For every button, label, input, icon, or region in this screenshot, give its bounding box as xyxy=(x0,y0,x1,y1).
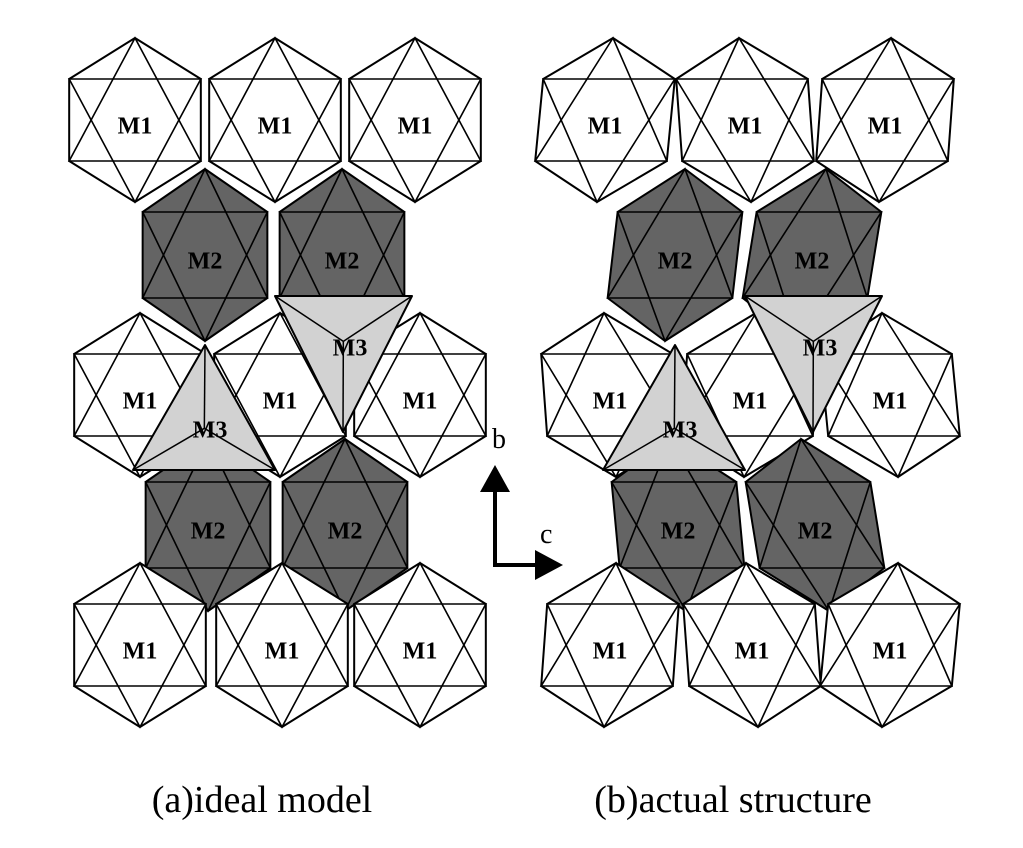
m1-octahedron-inner-triangle xyxy=(207,36,343,162)
site-label: M1 xyxy=(118,114,153,140)
m1-octahedron-inner-triangle xyxy=(687,561,823,687)
m1-octahedron-inner-triangle-alt xyxy=(67,78,203,204)
m2-octahedron-inner-triangle xyxy=(144,437,272,569)
m2-octahedron-inner-triangle xyxy=(281,437,409,569)
m1-octahedron-inner-triangle xyxy=(539,561,675,687)
site-label: M1 xyxy=(258,114,293,140)
m1-octahedron-inner-triangle xyxy=(814,36,950,162)
m3-edge xyxy=(673,427,746,471)
m1-octahedron-inner-triangle-alt xyxy=(212,353,348,479)
m3-edge xyxy=(132,427,205,471)
site-label: M2 xyxy=(188,249,223,275)
site-label: M1 xyxy=(873,639,908,665)
m2-octahedron-inner-triangle-alt xyxy=(616,211,744,343)
axis-indicator: b c xyxy=(480,424,563,580)
site-label: M3 xyxy=(333,336,368,362)
m1-octahedron-inner-triangle xyxy=(347,36,483,162)
m1-octahedron-inner-triangle-alt xyxy=(207,78,343,204)
m3-edge xyxy=(602,427,675,471)
c-axis-arrowhead xyxy=(535,550,563,580)
m2-octahedron-inner-triangle-alt xyxy=(144,481,272,613)
site-label: M3 xyxy=(663,418,698,444)
site-label: M1 xyxy=(735,639,770,665)
site-label: M2 xyxy=(658,249,693,275)
m3-edge xyxy=(274,295,344,342)
site-label: M1 xyxy=(593,389,628,415)
site-label: M1 xyxy=(588,114,623,140)
m1-octahedron-inner-triangle xyxy=(214,561,350,687)
m1-octahedron-inner-triangle-alt xyxy=(352,353,488,479)
m1-octahedron-inner-triangle-alt xyxy=(72,603,208,729)
m1-octahedron-inner-triangle xyxy=(545,311,681,437)
site-label: M1 xyxy=(593,639,628,665)
m2-octahedron-inner-triangle-alt xyxy=(281,481,409,613)
c-axis-label: c xyxy=(540,519,552,550)
m3-edge xyxy=(812,295,883,342)
m1-octahedron-inner-triangle xyxy=(72,561,208,687)
m2-octahedron-inner-triangle xyxy=(141,167,269,299)
site-label: M3 xyxy=(803,336,838,362)
m1-octahedron-inner-triangle xyxy=(818,561,954,687)
site-label: M1 xyxy=(123,389,158,415)
m1-octahedron-inner-triangle xyxy=(352,561,488,687)
m3-edge xyxy=(342,295,413,342)
site-label: M1 xyxy=(123,639,158,665)
m2-octahedron-inner-triangle xyxy=(758,437,886,569)
site-label: M2 xyxy=(325,249,360,275)
m2-octahedron-inner-triangle-alt xyxy=(755,211,883,343)
m1-octahedron-inner-triangle xyxy=(212,311,348,437)
m2-octahedron-inner-triangle-alt xyxy=(610,481,738,613)
b-axis-arrowhead xyxy=(480,465,510,492)
m1-octahedron-inner-triangle xyxy=(352,311,488,437)
b-axis-label: b xyxy=(492,424,506,455)
m3-edge xyxy=(203,427,276,471)
m1-octahedron-inner-triangle-alt xyxy=(681,603,817,729)
site-label: M1 xyxy=(263,389,298,415)
m2-octahedron-inner-triangle-alt xyxy=(744,481,872,613)
caption-ideal-model: (a)ideal model xyxy=(152,779,373,821)
m3-edge xyxy=(673,344,676,429)
m3-edge xyxy=(203,344,206,429)
m1-octahedron-inner-triangle-alt xyxy=(820,78,956,204)
m1-octahedron-inner-triangle-alt xyxy=(352,603,488,729)
site-label: M1 xyxy=(873,389,908,415)
m3-edge xyxy=(744,295,814,342)
site-label: M3 xyxy=(193,418,228,444)
caption-actual-structure: (b)actual structure xyxy=(594,779,871,821)
site-label: M1 xyxy=(868,114,903,140)
site-label: M1 xyxy=(728,114,763,140)
m1-octahedron-inner-triangle-alt xyxy=(826,603,962,729)
site-label: M1 xyxy=(265,639,300,665)
m1-octahedron-inner-triangle-alt xyxy=(545,603,681,729)
site-label: M2 xyxy=(191,519,226,545)
m1-octahedron-inner-triangle xyxy=(680,36,816,162)
m2-octahedron-inner-triangle xyxy=(618,437,746,569)
m1-octahedron-inner-triangle xyxy=(533,36,669,162)
m2-octahedron-inner-triangle xyxy=(606,167,734,299)
site-label: M1 xyxy=(403,389,438,415)
m1-octahedron-inner-triangle-alt xyxy=(818,353,954,479)
site-label: M1 xyxy=(733,389,768,415)
m1-octahedron-inner-triangle-alt xyxy=(541,78,677,204)
m2-octahedron-inner-triangle-alt xyxy=(141,211,269,343)
site-label: M1 xyxy=(398,114,433,140)
m2-octahedron-inner-triangle-alt xyxy=(278,211,406,343)
m1-octahedron-inner-triangle xyxy=(67,36,203,162)
m1-octahedron-inner-triangle xyxy=(826,311,962,437)
site-label: M1 xyxy=(403,639,438,665)
m1-octahedron-inner-triangle-alt xyxy=(214,603,350,729)
site-label: M2 xyxy=(328,519,363,545)
m1-octahedron-inner-triangle xyxy=(72,311,208,437)
site-label: M2 xyxy=(661,519,696,545)
m1-octahedron-inner-triangle-alt xyxy=(674,78,810,204)
site-label: M2 xyxy=(795,249,830,275)
m1-octahedron-inner-triangle-alt xyxy=(347,78,483,204)
site-label: M2 xyxy=(798,519,833,545)
